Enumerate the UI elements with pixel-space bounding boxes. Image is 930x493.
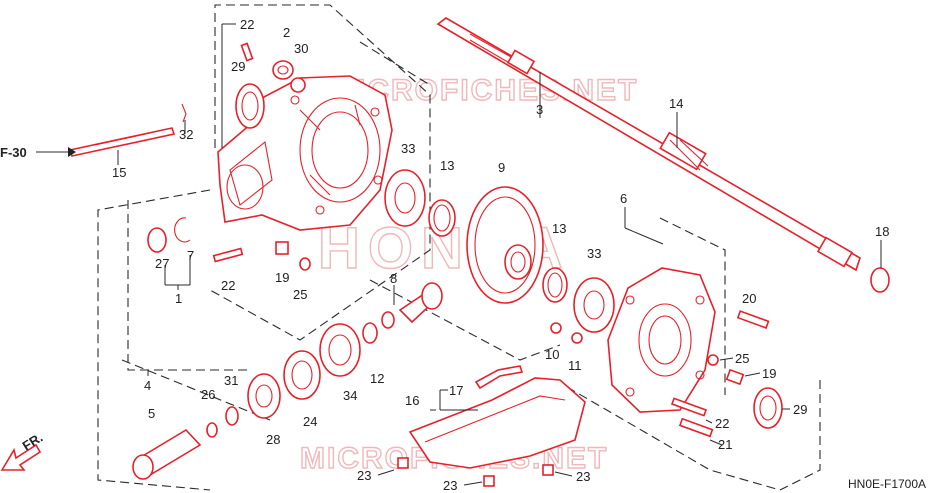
- ref-front: FR.: [20, 430, 46, 454]
- callout-22: 22: [715, 416, 729, 431]
- shim-right-inner: [547, 272, 563, 298]
- callout-34: 34: [343, 388, 357, 403]
- callout-14: 14: [669, 96, 683, 111]
- shim-right: [542, 267, 568, 303]
- callout-1: 1: [175, 291, 182, 306]
- o-ring-26: [206, 422, 218, 438]
- bearing-right: [573, 277, 615, 333]
- callout-23: 23: [576, 469, 590, 484]
- front-arrow-icon: [0, 443, 42, 471]
- cover-bolts: [670, 310, 770, 438]
- callout-22: 22: [221, 278, 235, 293]
- callout-6: 6: [620, 191, 627, 206]
- callout-29: 29: [793, 402, 807, 417]
- washer: [870, 267, 890, 293]
- callout-13: 13: [440, 158, 454, 173]
- ref-f30: F-30: [0, 145, 27, 160]
- callout-10: 10: [545, 347, 559, 362]
- callouts: 22 2 30 29 32 15 33 13 9 3 14 18 7 27 1 …: [112, 17, 889, 493]
- leader-lines: [117, 23, 882, 486]
- callout-33: 33: [401, 141, 415, 156]
- joint-coupler: [132, 428, 202, 480]
- callout-19: 19: [762, 366, 776, 381]
- callout-18: 18: [875, 224, 889, 239]
- axle-shaft: [436, 17, 861, 272]
- shim-12: [362, 322, 378, 344]
- callout-21: 21: [718, 437, 732, 452]
- drive-pinion: [381, 282, 443, 329]
- callout-17: 17: [449, 383, 463, 398]
- callout-11: 11: [568, 358, 582, 373]
- needle-bearing: [283, 350, 321, 400]
- callout-22: 22: [240, 17, 254, 32]
- callout-12: 12: [370, 371, 384, 386]
- lock-nut: [247, 373, 281, 419]
- left-small-parts: [147, 217, 311, 271]
- callout-23: 23: [357, 468, 371, 483]
- oil-seal: [235, 83, 265, 129]
- ring-gear: [466, 186, 544, 304]
- bearing-left: [384, 169, 426, 227]
- small-bearing: [272, 60, 306, 93]
- dowel-pin: [240, 42, 254, 62]
- callout-20: 20: [742, 291, 756, 306]
- callout-8: 8: [390, 271, 397, 286]
- callout-5: 5: [148, 406, 155, 421]
- callout-25: 25: [293, 287, 307, 302]
- assembly-boundaries: [97, 4, 821, 491]
- shim-left-inner: [433, 204, 451, 232]
- gear-case-cover: [607, 267, 716, 413]
- bearing-34: [319, 323, 361, 377]
- callout-4: 4: [144, 378, 151, 393]
- shim-left: [428, 199, 456, 237]
- callout-32: 32: [179, 127, 193, 142]
- callout-23: 23: [443, 478, 457, 493]
- callout-24: 24: [303, 414, 317, 429]
- callout-15: 15: [112, 165, 126, 180]
- callout-2: 2: [283, 25, 290, 40]
- callout-28: 28: [266, 432, 280, 447]
- callout-25: 25: [735, 351, 749, 366]
- callout-29: 29: [231, 59, 245, 74]
- oil-seal-right: [753, 387, 783, 429]
- skid-plate: [397, 365, 586, 487]
- callout-7: 7: [187, 248, 194, 263]
- breather-tube: [68, 103, 187, 157]
- callout-16: 16: [405, 393, 419, 408]
- callout-19: 19: [275, 270, 289, 285]
- callout-31: 31: [224, 373, 238, 388]
- f30-arrow-icon: [36, 147, 76, 157]
- callout-3: 3: [536, 102, 543, 117]
- diagram-code: HN0E-F1700A: [848, 477, 926, 491]
- callout-9: 9: [498, 160, 505, 175]
- o-ring-31: [225, 406, 239, 426]
- callout-13: 13: [552, 221, 566, 236]
- callout-26: 26: [201, 387, 215, 402]
- dowel-10: [550, 322, 562, 334]
- callout-27: 27: [155, 256, 169, 271]
- o-ring-11: [571, 332, 583, 344]
- callout-33: 33: [587, 246, 601, 261]
- callout-30: 30: [294, 41, 308, 56]
